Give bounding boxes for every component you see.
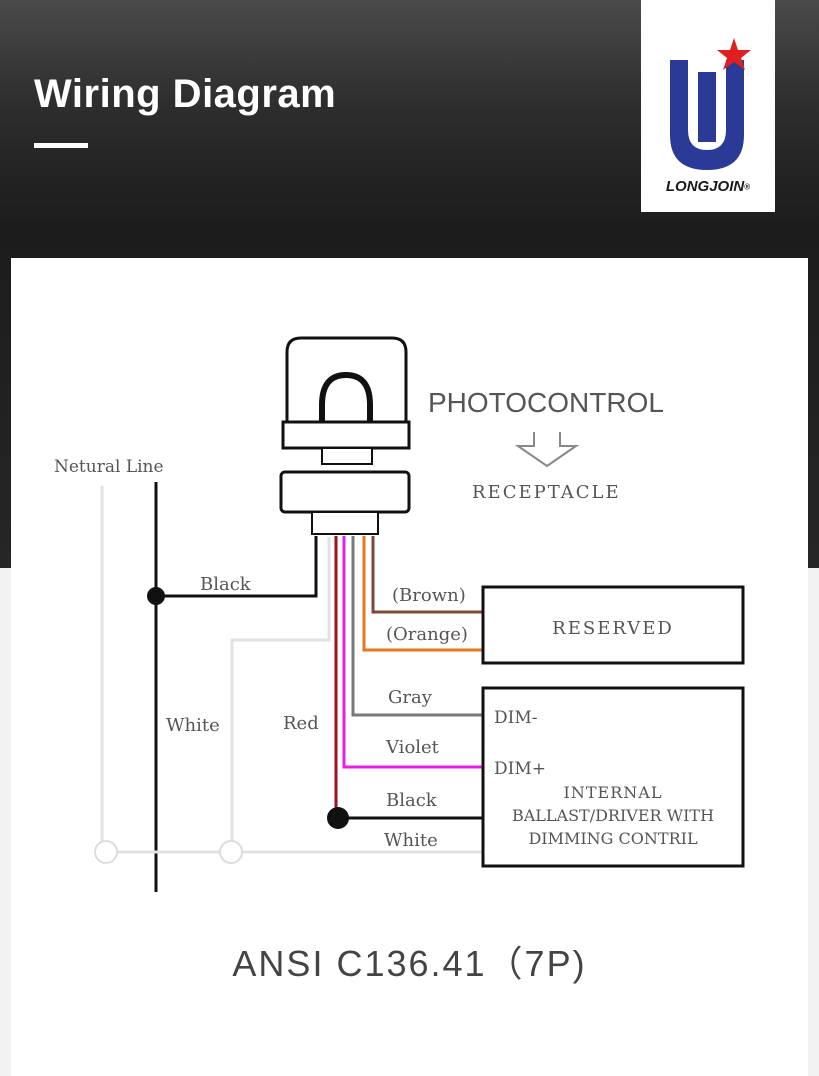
driver-box <box>481 686 745 868</box>
white-left-label: White <box>166 715 220 736</box>
brown-label: (Brown) <box>392 585 466 606</box>
diagram-card <box>11 258 808 1076</box>
black-bottom-label: Black <box>386 790 438 811</box>
logo-mark-icon <box>670 38 751 170</box>
photocontrol-icon <box>279 336 411 535</box>
page-title: Wiring Diagram <box>34 72 337 116</box>
orange-label: (Orange) <box>386 624 468 645</box>
photocontrol-label: PHOTOCONTROL <box>428 387 664 418</box>
reserved-box <box>481 585 745 665</box>
gray-wire <box>351 536 483 717</box>
black-wire-top <box>156 536 318 598</box>
registered-mark: ® <box>744 182 751 192</box>
brand-logo: LONGJOIN® <box>641 0 775 212</box>
junction-dot <box>219 840 243 864</box>
title-underline <box>34 143 88 148</box>
receptacle-label: RECEPTACLE <box>472 482 621 503</box>
junction-dot <box>147 587 165 605</box>
driver-line-3: DIMMING CONTRIL <box>528 829 698 848</box>
brown-wire <box>371 536 483 614</box>
dim-minus-label: DIM- <box>494 708 538 728</box>
driver-line-1: INTERNAL <box>564 783 663 802</box>
junction-dot <box>94 840 118 864</box>
white-bottom-label: White <box>384 830 438 851</box>
logo-text: LONGJOIN <box>665 178 745 195</box>
violet-wire <box>342 536 483 769</box>
black-top-label: Black <box>200 574 252 595</box>
white-wires <box>100 486 483 854</box>
gray-label: Gray <box>388 687 433 708</box>
reserved-label: RESERVED <box>552 618 674 639</box>
violet-label: Violet <box>385 737 440 758</box>
standard-caption: ANSI C136.41（7P) <box>232 943 587 984</box>
arrow-down-icon <box>514 432 580 468</box>
junction-dot <box>327 807 349 829</box>
red-label: Red <box>283 713 319 734</box>
orange-wire <box>362 536 483 652</box>
driver-line-2: BALLAST/DRIVER WITH <box>512 806 714 825</box>
neutral-line-label: Netural Line <box>54 457 164 477</box>
dim-plus-label: DIM+ <box>494 759 546 779</box>
